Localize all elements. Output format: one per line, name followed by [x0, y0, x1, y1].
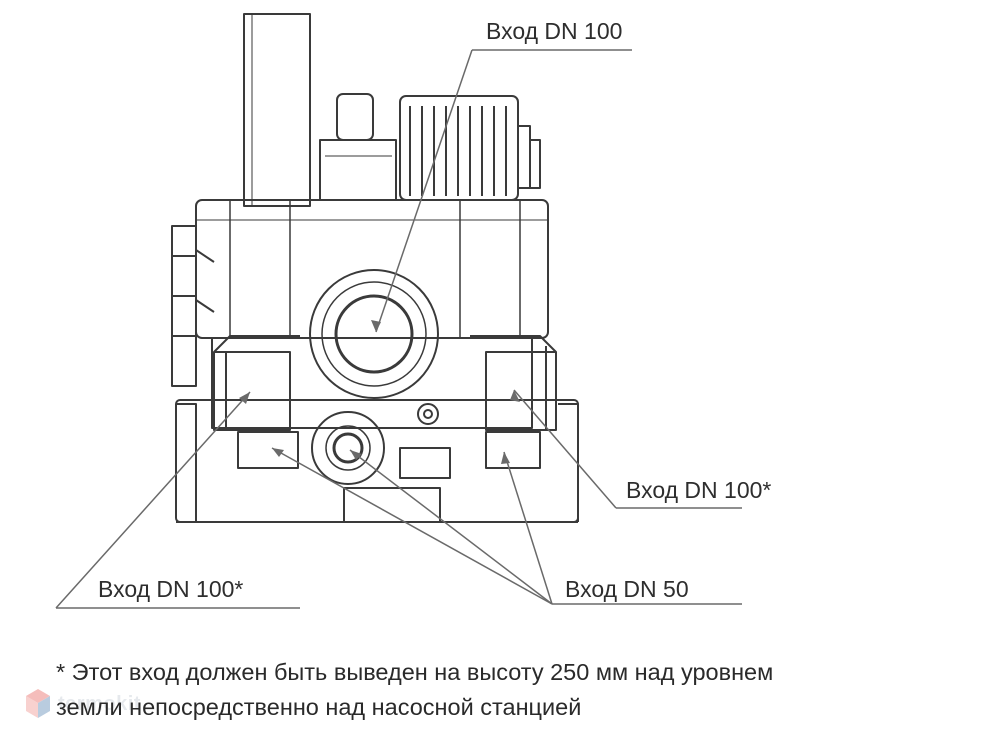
footnote-line-2: земли непосредственно над насосной станц…: [56, 694, 582, 720]
small-inlet-dn50: [311, 411, 385, 485]
ribbed-inlet-cap: [399, 95, 541, 201]
termokit-logo-icon: [26, 689, 50, 718]
label-inlet-dn50: Вход DN 50: [565, 576, 689, 602]
tank-body-lower: [175, 399, 579, 523]
arrowheads: [239, 320, 520, 464]
watermark: termokit: [24, 686, 141, 722]
footnote-line-1: * Этот вход должен быть выведен на высот…: [56, 659, 774, 685]
vent-pipe: [243, 13, 311, 207]
center-inlet-outer: [309, 269, 439, 399]
base-plate: [176, 403, 579, 522]
label-inlet-right: Вход DN 100*: [626, 477, 771, 503]
tank-body-upper: [195, 199, 549, 339]
watermark-text: termokit: [58, 692, 141, 715]
left-side-inlet: [213, 335, 300, 431]
right-side-inlet: [470, 335, 557, 431]
leader-lines: [55, 49, 742, 609]
label-inlet-top: Вход DN 100: [486, 18, 622, 44]
label-inlet-left: Вход DN 100*: [98, 576, 243, 602]
pump-station-drawing: [171, 13, 579, 523]
top-fitting-small: [336, 93, 374, 141]
left-side-ribs: [171, 225, 215, 387]
